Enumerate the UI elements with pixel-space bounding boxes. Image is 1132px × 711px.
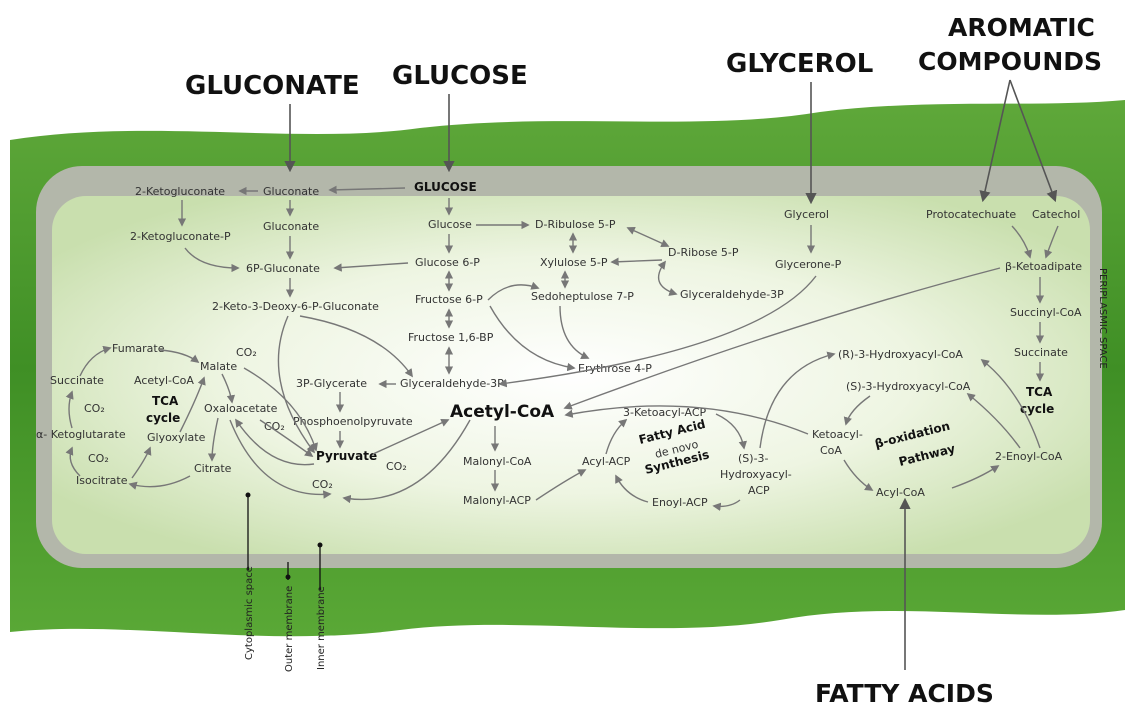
- node-glycerone-p: Glycerone-P: [775, 258, 842, 271]
- bo-enoyl-coa: 2-Enoyl-CoA: [995, 450, 1063, 463]
- bo-r-hydroxyacyl-coa: (R)-3-Hydroxyacyl-CoA: [838, 348, 963, 361]
- node-fructose-16bp: Fructose 1,6-BP: [408, 331, 494, 344]
- fas-enoyl-acp: Enoyl-ACP: [652, 496, 708, 509]
- bo-ketoacyl-2: CoA: [820, 444, 842, 457]
- node-ribulose-5p: D-Ribulose 5-P: [535, 218, 616, 231]
- tca-isocitrate: Isocitrate: [76, 474, 128, 487]
- tca-co2-oaa: CO₂: [264, 420, 285, 433]
- pointer-cytoplasmic-dot: [246, 493, 251, 498]
- tca-label-line2: cycle: [146, 411, 180, 425]
- fas-hydroxyacyl-2: Hydroxyacyl-: [720, 468, 792, 481]
- node-succinyl-coa: Succinyl-CoA: [1010, 306, 1082, 319]
- peri-gluconate: Gluconate: [263, 185, 319, 198]
- fas-malonyl-coa: Malonyl-CoA: [463, 455, 532, 468]
- node-catechol: Catechol: [1032, 208, 1080, 221]
- node-gluconate: Gluconate: [263, 220, 319, 233]
- node-pep: Phosphoenolpyruvate: [293, 415, 413, 428]
- tca-label-line1: TCA: [152, 394, 179, 408]
- tca-glyoxylate: Glyoxylate: [147, 431, 206, 444]
- bo-acyl-coa: Acyl-CoA: [876, 486, 925, 499]
- tca-succinate: Succinate: [50, 374, 104, 387]
- tca-co2-pyruvate: CO₂: [386, 460, 407, 473]
- tca-co2-bottom: CO₂: [312, 478, 333, 491]
- tca-acetyl-coa: Acetyl-CoA: [134, 374, 194, 387]
- node-ketogluconate-p: 2-Ketogluconate-P: [130, 230, 231, 243]
- bo-s-hydroxyacyl-coa: (S)-3-Hydroxyacyl-CoA: [846, 380, 971, 393]
- node-fructose-6p: Fructose 6-P: [415, 293, 483, 306]
- node-3p-glycerate: 3P-Glycerate: [296, 377, 367, 390]
- node-pyruvate: Pyruvate: [316, 449, 377, 463]
- tca-fumarate: Fumarate: [112, 342, 165, 355]
- tca-malate: Malate: [200, 360, 237, 373]
- tca-citrate: Citrate: [194, 462, 232, 475]
- pointer-inner-dot: [318, 543, 323, 548]
- substrate-glucose: GLUCOSE: [392, 61, 528, 91]
- node-ppp-gap: Glyceraldehyde-3P: [680, 288, 784, 301]
- cytoplasm-shape: [52, 196, 1090, 554]
- tca-co2-left1: CO₂: [84, 402, 105, 415]
- node-acetyl-coa: Acetyl-CoA: [450, 402, 555, 422]
- node-kdpg: 2-Keto-3-Deoxy-6-P-Gluconate: [212, 300, 379, 313]
- label-outer-membrane: Outer membrane: [284, 586, 295, 672]
- node-glycerol: Glycerol: [784, 208, 829, 221]
- tca-alpha-ketoglutarate: α- Ketoglutarate: [36, 428, 126, 441]
- tca-co2-left2: CO₂: [88, 452, 109, 465]
- node-glucose-6p: Glucose 6-P: [415, 256, 480, 269]
- peri-glucose: GLUCOSE: [414, 180, 477, 194]
- node-ribose-5p: D-Ribose 5-P: [668, 246, 739, 259]
- fas-hydroxyacyl-1: (S)-3-: [738, 452, 769, 465]
- peri-ketogluconate: 2-Ketogluconate: [135, 185, 225, 198]
- substrate-gluconate: GLUCONATE: [185, 71, 360, 101]
- aromatic-tca-line1: TCA: [1026, 385, 1053, 399]
- node-6p-gluconate: 6P-Gluconate: [246, 262, 320, 275]
- substrate-aromatic-line1: AROMATIC: [948, 13, 1095, 42]
- node-sedoheptulose-7p: Sedoheptulose 7-P: [531, 290, 634, 303]
- node-succinate-aromatic: Succinate: [1014, 346, 1068, 359]
- fas-acyl-acp: Acyl-ACP: [582, 455, 631, 468]
- label-inner-membrane: Inner membrane: [316, 586, 327, 670]
- substrate-aromatic-line2: COMPOUNDS: [918, 47, 1102, 76]
- label-cytoplasmic-space: Cytoplasmic space: [244, 566, 255, 660]
- node-glucose: Glucose: [428, 218, 472, 231]
- fas-hydroxyacyl-3: ACP: [748, 484, 770, 497]
- node-ketoadipate: β-Ketoadipate: [1005, 260, 1082, 273]
- tca-co2-malate: CO₂: [236, 346, 257, 359]
- tca-oxaloacetate: Oxaloacetate: [204, 402, 278, 415]
- node-glyceraldehyde-3p: Glyceraldehyde-3P: [400, 377, 504, 390]
- node-xylulose-5p: Xylulose 5-P: [540, 256, 608, 269]
- substrate-fatty-acids: FATTY ACIDS: [815, 679, 994, 708]
- node-erythrose-4p: Erythrose 4-P: [578, 362, 652, 375]
- bo-ketoacyl-1: Ketoacyl-: [812, 428, 863, 441]
- substrate-glycerol: GLYCEROL: [726, 49, 873, 79]
- pointer-outer-dot: [286, 575, 291, 580]
- periplasmic-space-label: PERIPLASMIC SPACE: [1097, 268, 1108, 369]
- fas-malonyl-acp: Malonyl-ACP: [463, 494, 531, 507]
- node-protocatechuate: Protocatechuate: [926, 208, 1016, 221]
